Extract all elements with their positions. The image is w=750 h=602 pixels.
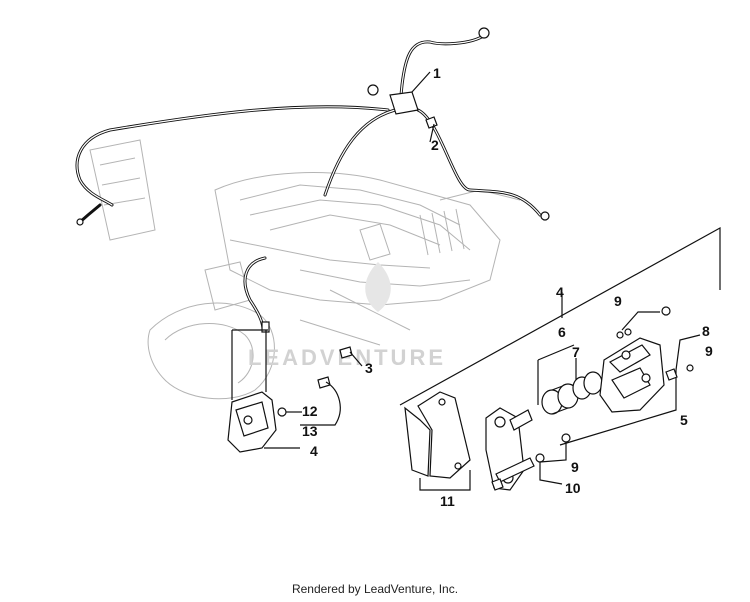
piston-and-seals xyxy=(541,358,603,415)
callout-13: 13 xyxy=(302,423,318,439)
hose-fitting-top xyxy=(478,27,490,39)
callout-10: 10 xyxy=(565,480,581,496)
caliper-body xyxy=(599,306,671,413)
brake-hoses xyxy=(75,27,550,330)
callout-2: 2 xyxy=(431,137,439,153)
callout-4-left: 4 xyxy=(310,443,318,459)
callout-4-top: 4 xyxy=(556,284,564,300)
left-caliper-assembly xyxy=(227,321,363,453)
callout-12: 12 xyxy=(302,403,318,419)
callout-9-top: 9 xyxy=(614,293,622,309)
callout-3: 3 xyxy=(365,360,373,376)
callout-8: 8 xyxy=(702,323,710,339)
junction-block xyxy=(367,71,431,115)
exploded-assembly-frame xyxy=(399,226,721,446)
callout-7: 7 xyxy=(572,344,580,360)
callout-6: 6 xyxy=(558,324,566,340)
hose-fitting-left xyxy=(76,218,84,226)
junction-bolt xyxy=(425,116,438,143)
bracket-bolts xyxy=(491,433,571,491)
caliper-bracket xyxy=(485,407,535,491)
bleeder-valve xyxy=(665,334,701,381)
footer-credit: Rendered by LeadVenture, Inc. xyxy=(291,582,459,596)
callout-labels: 1 2 3 4 4 5 6 7 8 9 9 9 10 11 12 13 xyxy=(302,65,713,509)
callout-5: 5 xyxy=(680,412,688,428)
callout-9-right: 9 xyxy=(705,343,713,359)
callout-11: 11 xyxy=(440,493,455,509)
hose-fitting-right xyxy=(540,211,550,221)
callout-1: 1 xyxy=(433,65,441,81)
callout-9-bottom: 9 xyxy=(571,459,579,475)
brake-pads xyxy=(404,391,471,491)
